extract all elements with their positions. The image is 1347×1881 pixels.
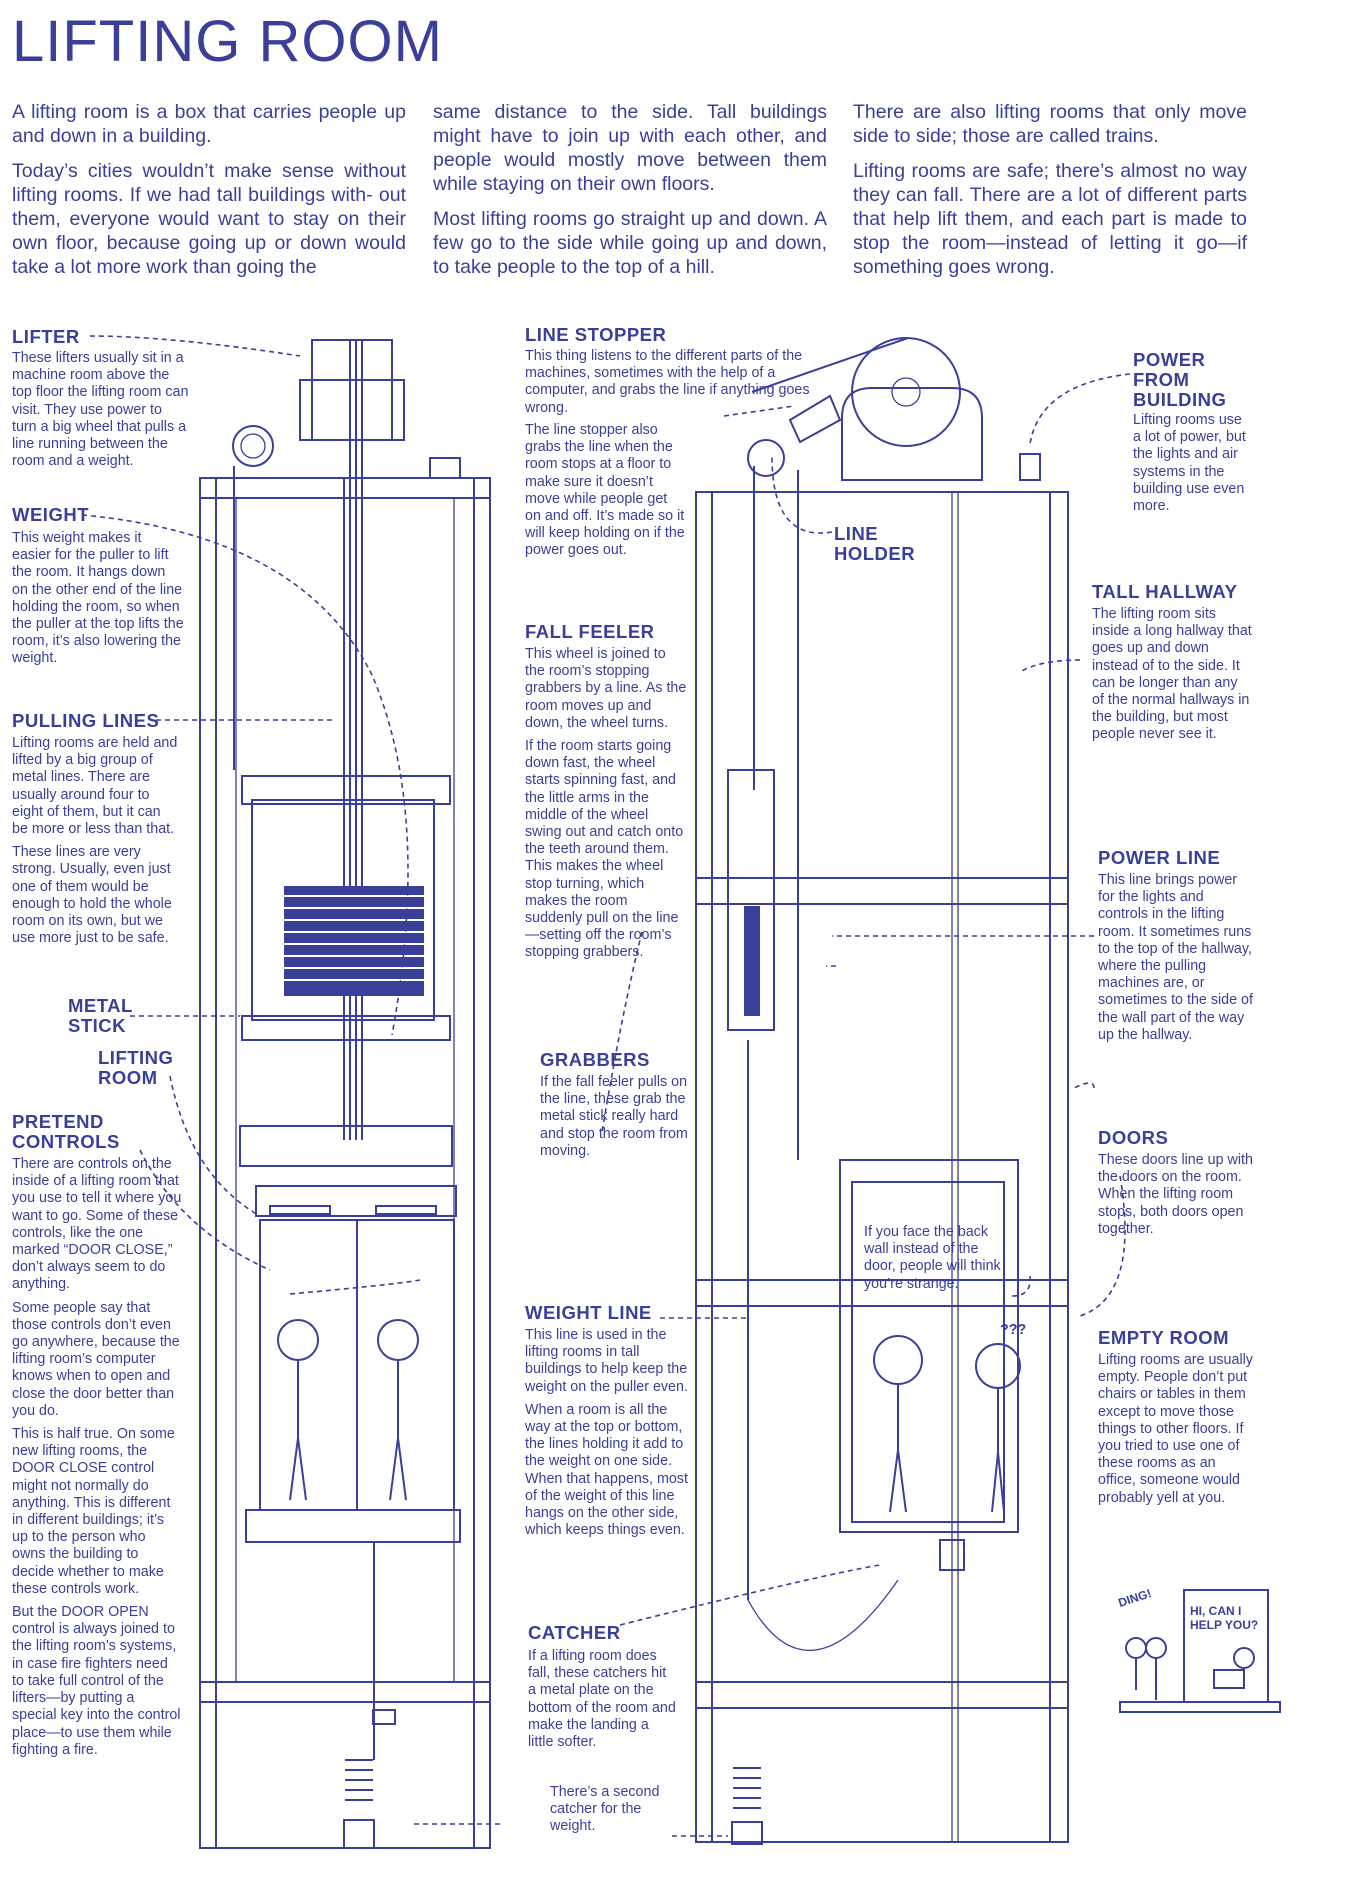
empty-room-description: Lifting rooms are usually empty. People … [1098,1352,1254,1513]
pretend-controls-text: But the DOOR OPEN control is always join… [12,1604,181,1758]
label-line-stopper: LINE STOPPER [525,324,667,345]
intro-paragraph: Lifting rooms are safe; there’s almost n… [853,160,1247,278]
intro-column-3: There are also lifting rooms that only m… [853,100,1247,290]
weight-line-text: When a room is all the way at the top or… [525,1401,688,1539]
pulling-lines-text: Lifting rooms are held and lifted by a b… [12,735,178,838]
label-fall-feeler: FALL FEELER [525,621,655,642]
intro-column-2: same distance to the side. Tall building… [433,100,827,290]
label-catcher: CATCHER [528,1622,621,1643]
weight-line-text: This line is used in the lifting rooms i… [525,1327,688,1395]
lifting-room-right [747,1159,1021,1651]
empty-room-text: Lifting rooms are usually empty. People … [1098,1352,1253,1506]
back-wall-note: If you face the back wall instead of the… [864,1224,1001,1292]
intro-paragraph: same distance to the side. Tall building… [433,101,827,195]
power-from-building-text: Lifting rooms use a lot of power, but th… [1133,412,1246,515]
label-power-from-building: POWER FROM BUILDING [1133,349,1227,410]
lifting-room-left [239,1125,461,1760]
label-weight-line: WEIGHT LINE [525,1302,652,1323]
confused-mark: ??? [1000,1322,1027,1338]
doors-description: These doors line up with the doors on th… [1098,1152,1254,1244]
intro-paragraph: Most lifting rooms go straight up and do… [433,208,827,278]
pretend-controls-text: This is half true. On some new lifting r… [12,1426,175,1597]
label-metal-stick: METAL STICK [68,995,133,1036]
leader-lines [81,335,1131,1837]
label-weight: WEIGHT [12,504,89,525]
intro-paragraph: A lifting room is a box that carries peo… [12,101,406,147]
label-lifting-room: LIFTING ROOM [98,1047,174,1088]
second-catcher-note: There’s a second catcher for the weight. [550,1784,660,1835]
weight-text: This weight makes it easier for the pull… [12,530,184,667]
intro-column-1: A lifting room is a box that carries peo… [12,100,406,290]
doors-text: These doors line up with the doors on th… [1098,1152,1253,1237]
pretend-controls-text: There are controls on the inside of a li… [12,1156,182,1293]
intro-paragraph: There are also lifting rooms that only m… [853,101,1247,147]
counterweight-left [241,775,451,1041]
catcher-left [343,1709,396,1849]
grabbers-text: If the fall feeler pulls on the line, th… [540,1074,688,1159]
power-line-text: This line brings power for the lights an… [1098,872,1253,1043]
lifter-text: These lifters usually sit in a machine r… [12,350,189,470]
grabbers-description: If the fall feeler pulls on the line, th… [540,1074,690,1166]
label-pulling-lines: PULLING LINES [12,710,160,731]
power-line-description: This line brings power for the lights an… [1098,872,1254,1050]
page-title: LIFTING ROOM [12,9,443,74]
line-stopper-text: This thing listens to the different part… [525,348,810,416]
intro-paragraph: Today’s cities wouldn’t make sense witho… [12,160,406,278]
power-from-building-description: Lifting rooms use a lot of power, but th… [1133,412,1253,521]
right-shaft [695,491,1069,1843]
pulling-lines-left [233,466,363,1140]
fall-feeler-text: This wheel is joined to the room’s stopp… [525,646,687,731]
weight-line-description: This line is used in the lifting rooms i… [525,1327,693,1545]
line-stopper-machine [747,337,1041,1160]
pulling-lines-description: Lifting rooms are held and lifted by a b… [12,735,180,953]
catcher-description: If a lifting room does fall, these catch… [528,1648,678,1757]
line-stopper-text: The line stopper also grabs the line whe… [525,422,685,559]
label-pretend-controls: PRETEND CONTROLS [12,1111,120,1152]
pretend-controls-text: Some people say that those controls don’… [12,1299,180,1419]
label-grabbers: GRABBERS [540,1049,650,1070]
fall-feeler-text: If the room starts going down fast, the … [525,738,684,961]
line-stopper-description-2: The line stopper also grabs the line whe… [525,422,685,566]
tall-hallway-text: The lifting room sits inside a long hall… [1092,606,1252,743]
label-power-line: POWER LINE [1098,847,1221,868]
catcher-text: If a lifting room does fall, these catch… [528,1648,676,1751]
line-stopper-description-1: This thing listens to the different part… [525,348,815,423]
counterweight-right [727,769,775,1600]
label-empty-room: EMPTY ROOM [1098,1327,1230,1348]
weight-description: This weight makes it easier for the pull… [12,530,184,674]
label-lifter: LIFTER [12,326,80,347]
label-line-holder: LINE HOLDER [834,523,916,564]
lifter-machine [232,339,461,479]
pulling-lines-text: These lines are very strong. Usually, ev… [12,844,172,947]
tall-hallway-description: The lifting room sits inside a long hall… [1092,606,1252,750]
pretend-controls-description: There are controls on the inside of a li… [12,1156,182,1765]
comic-scene [1119,1589,1281,1713]
catcher-right [731,1767,763,1845]
lifter-description: These lifters usually sit in a machine r… [12,350,190,476]
comic-speech: HI, CAN I HELP YOU? [1190,1604,1259,1632]
label-tall-hallway: TALL HALLWAY [1092,581,1238,602]
fall-feeler-description: This wheel is joined to the room’s stopp… [525,646,687,968]
label-doors: DOORS [1098,1127,1169,1148]
